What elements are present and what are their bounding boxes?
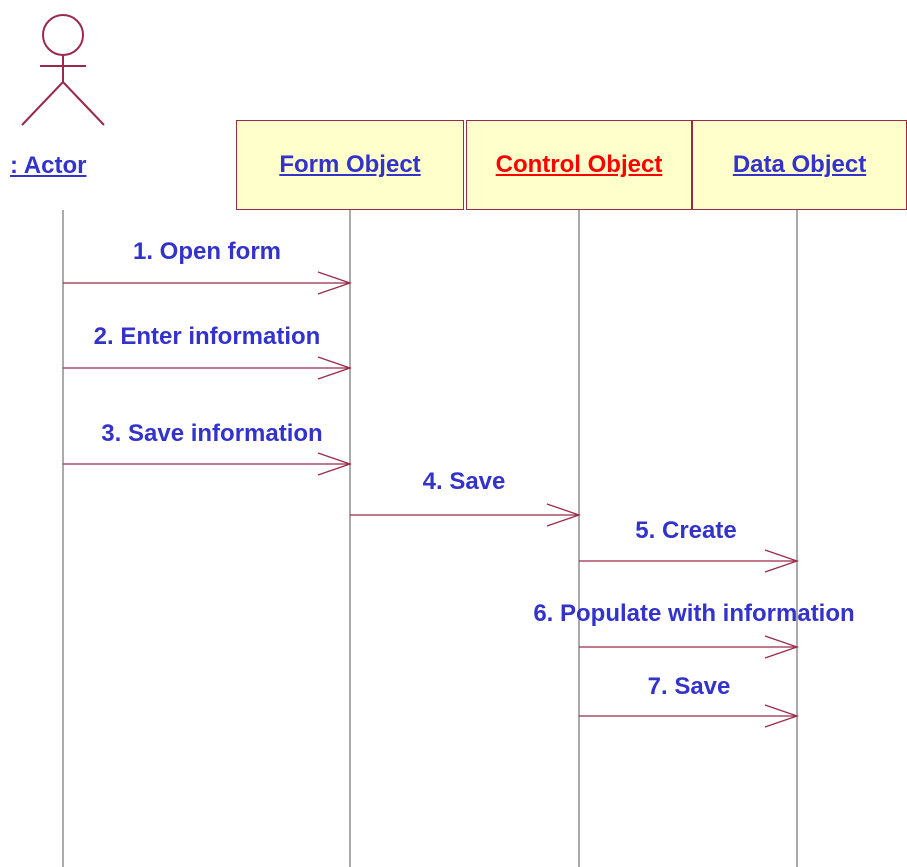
message-2-arrow (63, 356, 352, 380)
message-1-label: 1. Open form (132, 238, 282, 265)
actor-right-leg (62, 81, 105, 126)
message-4-label: 4. Save (422, 468, 506, 495)
message-5-arrow (579, 549, 799, 573)
data-object-label: Data Object (732, 151, 867, 178)
control-object-label: Control Object (495, 151, 663, 178)
message-3-label: 3. Save information (101, 420, 323, 447)
actor-left-leg (21, 81, 64, 126)
message-6-label: 6. Populate with information (533, 600, 855, 627)
actor-head (42, 14, 84, 56)
actor-figure (21, 14, 105, 126)
message-1-arrow (63, 271, 352, 295)
form-object-label: Form Object (279, 151, 421, 178)
message-3-arrow (63, 452, 352, 476)
message-2-label: 2. Enter information (93, 323, 321, 350)
data-object-box: Data Object (692, 120, 907, 210)
form-object-box: Form Object (236, 120, 464, 210)
actor-label: : Actor (10, 152, 87, 179)
control-object-box: Control Object (466, 120, 692, 210)
message-6-arrow (579, 635, 799, 659)
message-7-arrow (579, 704, 799, 728)
message-7-label: 7. Save (647, 673, 731, 700)
message-5-label: 5. Create (635, 517, 737, 544)
message-4-arrow (350, 503, 581, 527)
